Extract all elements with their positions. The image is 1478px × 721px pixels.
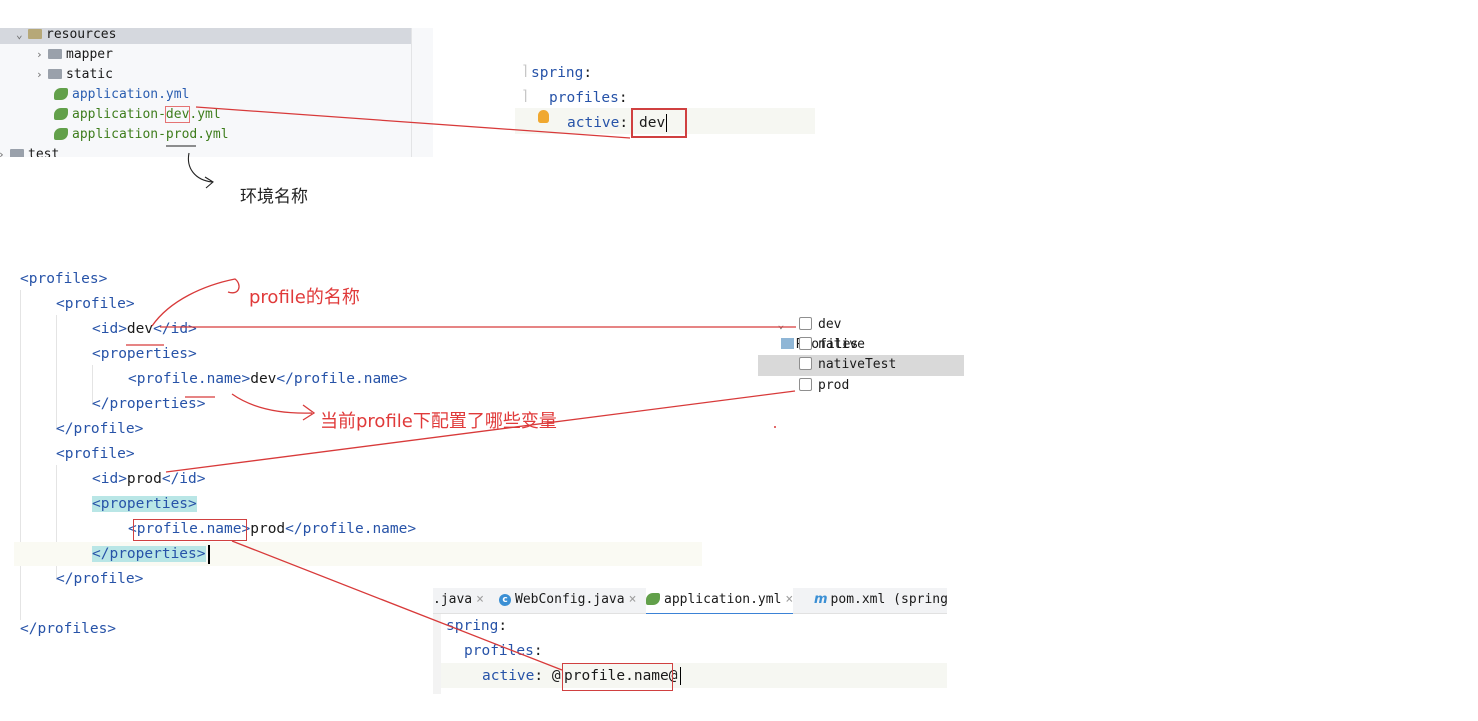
chevron-right-icon[interactable]: ›	[0, 145, 10, 157]
profile-checkbox[interactable]	[799, 378, 812, 391]
connector-prod-to-profiles	[165, 390, 796, 473]
xml-profile-open: <profile>	[56, 296, 135, 312]
tree-selection-highlight	[0, 28, 411, 44]
close-icon[interactable]: ×	[785, 592, 794, 607]
annotation-profile-vars: 当前profile下配置了哪些变量	[320, 411, 557, 432]
xml-profile-close: </profile>	[56, 571, 144, 587]
maven-profile-prod[interactable]: prod	[799, 376, 849, 396]
xml-id-dev: <id>dev</id>	[92, 321, 197, 337]
tab-java[interactable]: .java×	[433, 592, 484, 607]
chevron-down-icon[interactable]: ⌄	[777, 318, 785, 331]
xml-properties-close: </properties>	[92, 546, 206, 562]
yaml-line-profiles: profiles:	[464, 643, 543, 659]
text-cursor	[680, 667, 681, 685]
xml-profile-name-prod: <profile.name>prod</profile.name>	[128, 521, 417, 537]
xml-properties-open: <properties>	[92, 496, 197, 512]
spring-leaf-icon	[646, 592, 660, 605]
xml-profile-close: </profile>	[56, 421, 144, 437]
yaml-active-value[interactable]: dev	[639, 115, 666, 131]
tree-item-application-dev-yml[interactable]: application-dev.yml	[54, 105, 221, 125]
project-tree: ⌄resources ›mapper ›static application.y…	[0, 28, 433, 157]
fold-marker-icon[interactable]: ⌉	[521, 63, 530, 79]
spring-leaf-icon	[54, 127, 68, 140]
indent-guide	[56, 315, 57, 430]
indent-guide	[92, 365, 93, 405]
chevron-right-icon[interactable]: ›	[36, 48, 43, 61]
current-line-highlight	[441, 663, 947, 688]
yaml-line-active: active:	[567, 115, 629, 131]
yaml-line-spring: spring:	[531, 65, 593, 81]
xml-profiles-open: <profiles>	[20, 271, 108, 287]
annotation-profile-name: profile的名称	[249, 287, 360, 308]
arrow-env-name	[187, 152, 214, 189]
spring-leaf-icon	[54, 107, 68, 120]
connector-profile-name-curve	[151, 278, 240, 327]
profile-checkbox[interactable]	[799, 317, 812, 330]
folder-icon	[28, 28, 42, 39]
xml-properties-open: <properties>	[92, 346, 197, 362]
stray-dot	[774, 426, 776, 428]
maven-icon: m	[814, 592, 828, 607]
tree-item-application-yml[interactable]: application.yml	[54, 85, 189, 105]
xml-id-prod: <id>prod</id>	[92, 471, 206, 487]
env-name-dev: dev	[164, 106, 191, 123]
maven-profiles-icon	[780, 338, 794, 349]
bottom-editor-gutter	[433, 614, 441, 694]
xml-properties-close: </properties>	[92, 396, 206, 412]
highlight-box-placeholder	[562, 663, 673, 691]
xml-profile-name-dev: <profile.name>dev</profile.name>	[128, 371, 408, 387]
annotation-env-name: 环境名称	[240, 187, 308, 207]
profile-checkbox[interactable]	[799, 357, 812, 370]
highlight-box-active-value	[631, 108, 687, 138]
intention-bulb-icon[interactable]	[538, 110, 549, 123]
connector-application-to-active	[195, 106, 631, 139]
indent-guide	[20, 290, 21, 620]
text-cursor	[666, 114, 667, 132]
current-line-highlight	[515, 108, 815, 134]
tree-item-test[interactable]: ›test	[0, 145, 59, 157]
tree-item-static[interactable]: ›static	[36, 65, 113, 85]
tree-item-resources[interactable]: ⌄resources	[16, 28, 116, 45]
maven-profile-dev[interactable]: dev	[799, 315, 841, 335]
xml-profile-open: <profile>	[56, 446, 135, 462]
chevron-down-icon[interactable]: ⌄	[16, 28, 23, 41]
tree-divider	[411, 28, 412, 157]
maven-profile-native[interactable]: native	[799, 335, 865, 355]
text-cursor	[208, 545, 210, 564]
folder-icon	[48, 68, 62, 79]
connector-properties-arrow	[231, 393, 316, 421]
indent-guide	[56, 465, 57, 580]
xml-profiles-close: </profiles>	[20, 621, 117, 637]
class-icon: c	[499, 593, 511, 606]
tree-item-mapper[interactable]: ›mapper	[36, 45, 113, 65]
maven-profile-nativetest[interactable]: nativeTest	[799, 355, 896, 375]
folder-icon	[10, 148, 24, 157]
yaml-line-profiles: profiles:	[549, 90, 628, 106]
profile-checkbox[interactable]	[799, 337, 812, 350]
yaml-active-placeholder[interactable]: profile.name@	[564, 668, 678, 684]
fold-marker-icon[interactable]: ⌉	[521, 88, 530, 104]
connector-profile-name-to-placeholder	[231, 540, 563, 671]
close-icon[interactable]: ×	[476, 592, 484, 607]
folder-icon	[48, 48, 62, 59]
tree-item-application-prod-yml[interactable]: application-prod.yml	[54, 125, 229, 145]
yaml-line-active: active: @	[482, 668, 561, 684]
chevron-right-icon[interactable]: ›	[36, 68, 43, 81]
close-icon[interactable]: ×	[628, 592, 637, 607]
spring-leaf-icon	[54, 87, 68, 100]
env-name-prod: -prod	[158, 127, 198, 142]
highlight-box-profile-name	[133, 519, 247, 541]
